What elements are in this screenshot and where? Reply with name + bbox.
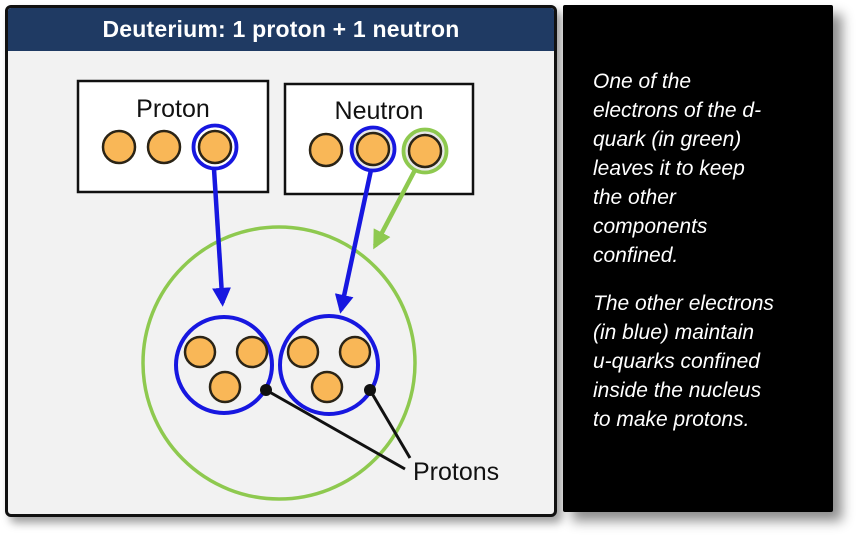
pointer-line [265, 388, 406, 471]
sidebar-paragraph-1: One of the electrons of the d- quark (in… [593, 70, 762, 267]
sidebar-paragraph-2: The other electrons (in blue) maintain u… [593, 292, 774, 431]
proton-2-quark-icon [310, 370, 344, 404]
page-title: Deuterium: 1 proton + 1 neutron [102, 16, 460, 42]
deuterium-diagram: Proton Neutron [76, 79, 499, 501]
d-quark-icon [308, 132, 344, 168]
protons-label: Protons [413, 458, 499, 486]
explanation-sidebar: One of the electrons of the d- quark (in… [563, 5, 833, 512]
nucleus-group [141, 225, 417, 501]
proton-1-quark-icon [235, 335, 269, 369]
proton-1-quark-icon [208, 370, 242, 404]
proton-1-circle [174, 315, 274, 415]
u-quark-icon [101, 129, 137, 165]
proton-2-quark-icon [338, 335, 372, 369]
proton-1-quark-icon [183, 335, 217, 369]
proton-2-quark-icon [286, 335, 320, 369]
pointer-dot-icon [260, 384, 272, 396]
blue-arrow-neutron-to-nucleus [334, 169, 374, 314]
title-bar: Deuterium: 1 proton + 1 neutron [8, 8, 554, 51]
neutron-box: Neutron [283, 82, 475, 196]
proton-2-circle [278, 314, 380, 416]
proton-box-label: Proton [136, 95, 210, 123]
proton-box: Proton [76, 79, 270, 194]
d-quark-icon [407, 133, 443, 169]
u-quark-icon [355, 131, 391, 167]
main-panel: Deuterium: 1 proton + 1 neutron [5, 5, 557, 517]
pointer-line [368, 389, 412, 459]
nucleus-circle [141, 225, 417, 501]
neutron-box-label: Neutron [335, 97, 424, 125]
d-quark-icon [197, 129, 233, 165]
green-arrow-dquark-leaving [373, 168, 417, 250]
blue-electron-ring-icon [191, 123, 239, 171]
blue-arrow-proton-to-nucleus [211, 168, 231, 307]
u-quark-icon [146, 129, 182, 165]
pointer-dot-icon [364, 384, 376, 396]
protons-callout: Protons [260, 384, 499, 486]
